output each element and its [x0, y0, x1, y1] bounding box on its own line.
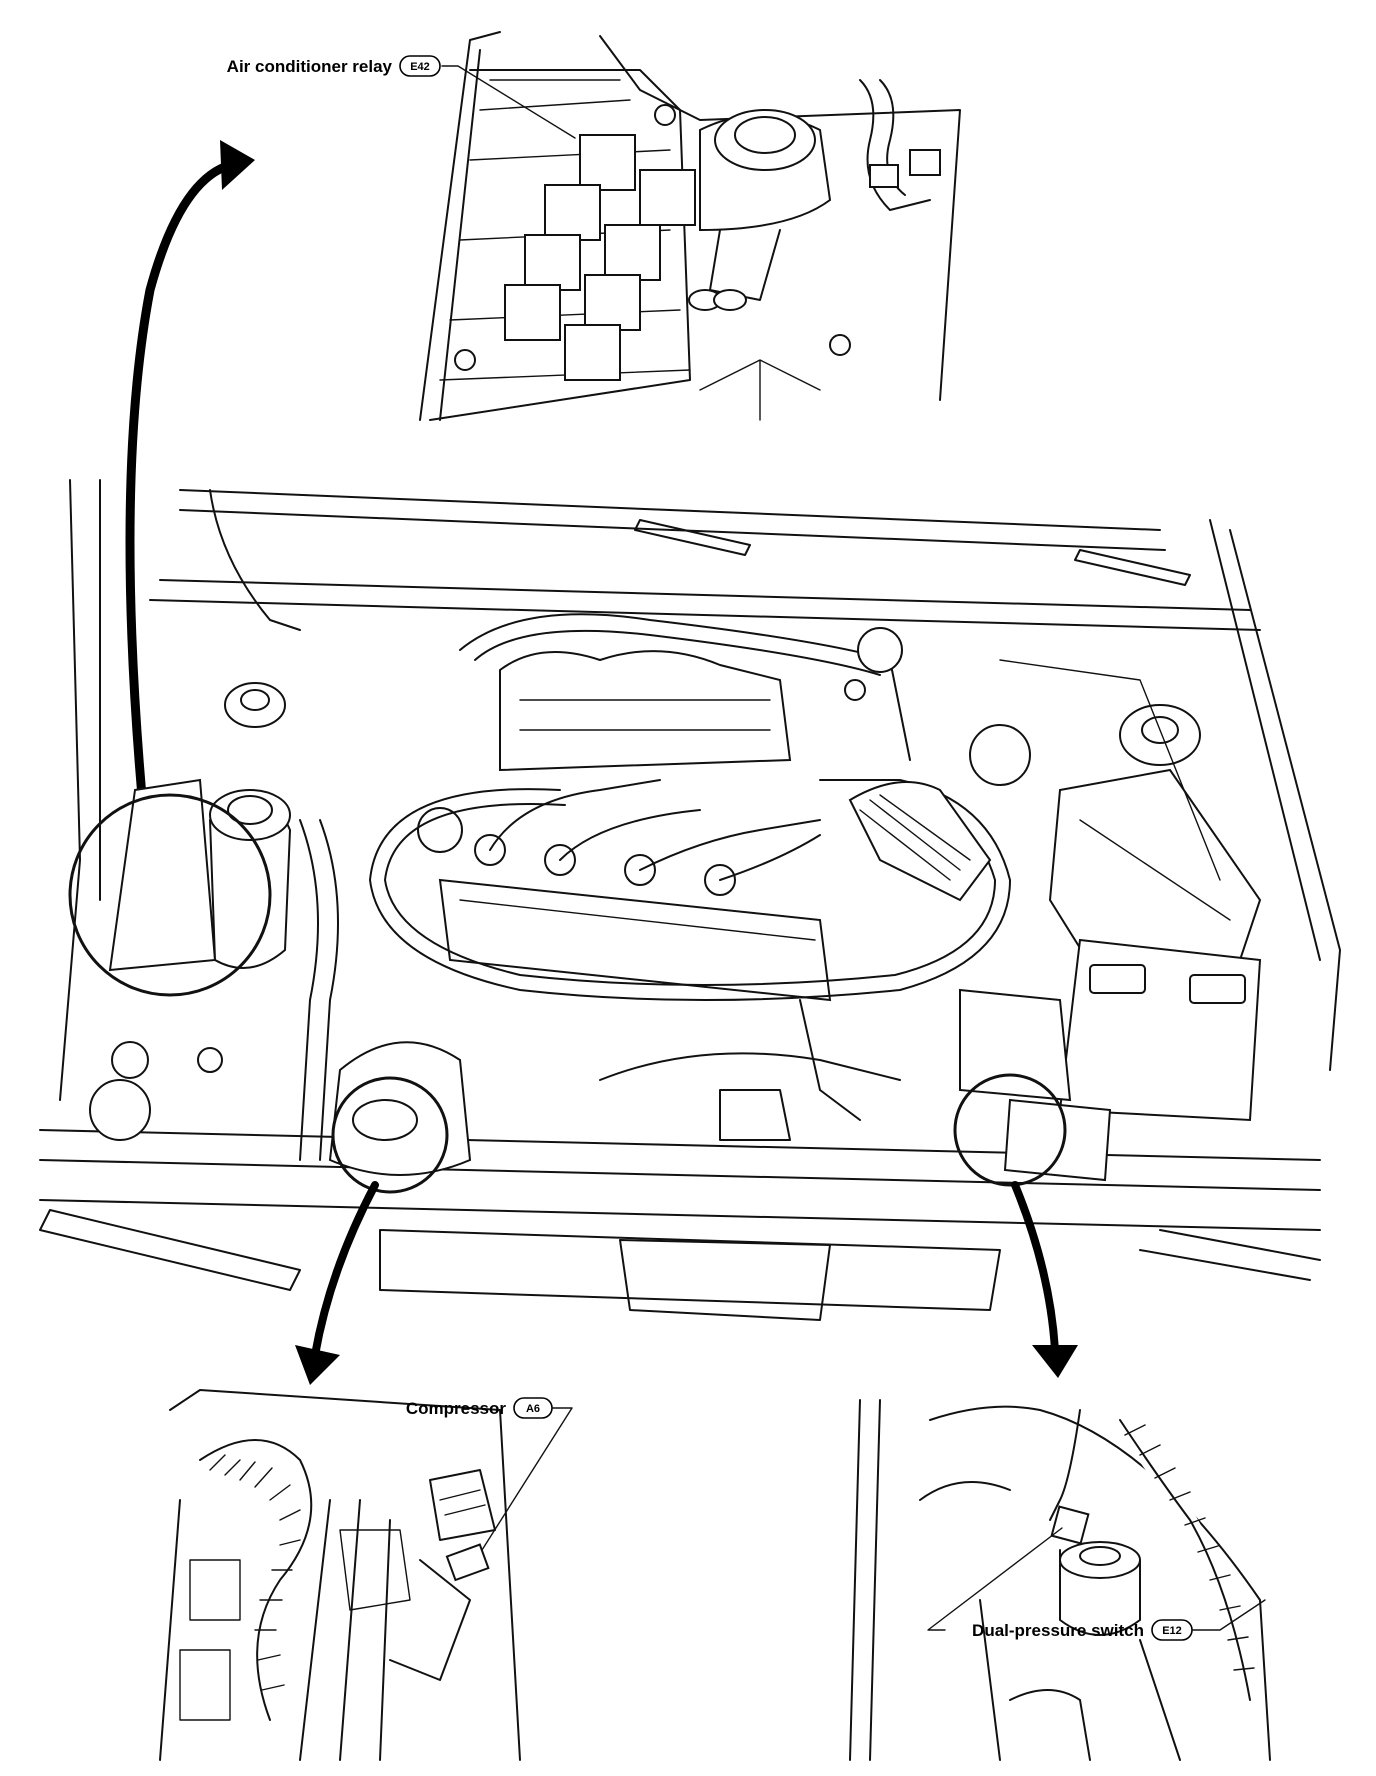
ac-relay-badge — [399, 55, 441, 77]
ac-relay-code: E42 — [410, 61, 430, 73]
compressor-label: Compressor — [406, 1399, 507, 1418]
leader-line-relay — [441, 65, 576, 139]
inset-relay-box — [419, 31, 961, 421]
leader-line-dual-pressure-tail — [1191, 1599, 1266, 1631]
highlight-circle-compressor — [331, 1076, 449, 1194]
arrow-to-relay-inset — [125, 140, 255, 885]
ac-relay-label: Air conditioner relay — [227, 57, 393, 76]
inset-compressor — [159, 1389, 521, 1761]
highlight-circle-dual-pressure — [953, 1073, 1067, 1187]
arrow-to-dual-pressure-inset — [1011, 1181, 1078, 1378]
arrow-to-compressor-inset — [295, 1181, 379, 1385]
highlight-circle-relay — [68, 793, 272, 997]
leader-line-dual-pressure — [927, 1527, 1063, 1631]
leader-line-compressor — [481, 1407, 573, 1551]
inset-dual-pressure-switch — [849, 1399, 1271, 1761]
dual-pressure-label: Dual-pressure switch — [972, 1621, 1144, 1640]
compressor-code: A6 — [526, 1403, 540, 1415]
relay-cluster — [504, 134, 696, 381]
brake-fluid-reservoir — [688, 109, 832, 311]
engine-bay-overview — [39, 479, 1341, 1321]
dual-pressure-code: E12 — [1162, 1625, 1182, 1637]
compressor-badge — [513, 1397, 553, 1419]
